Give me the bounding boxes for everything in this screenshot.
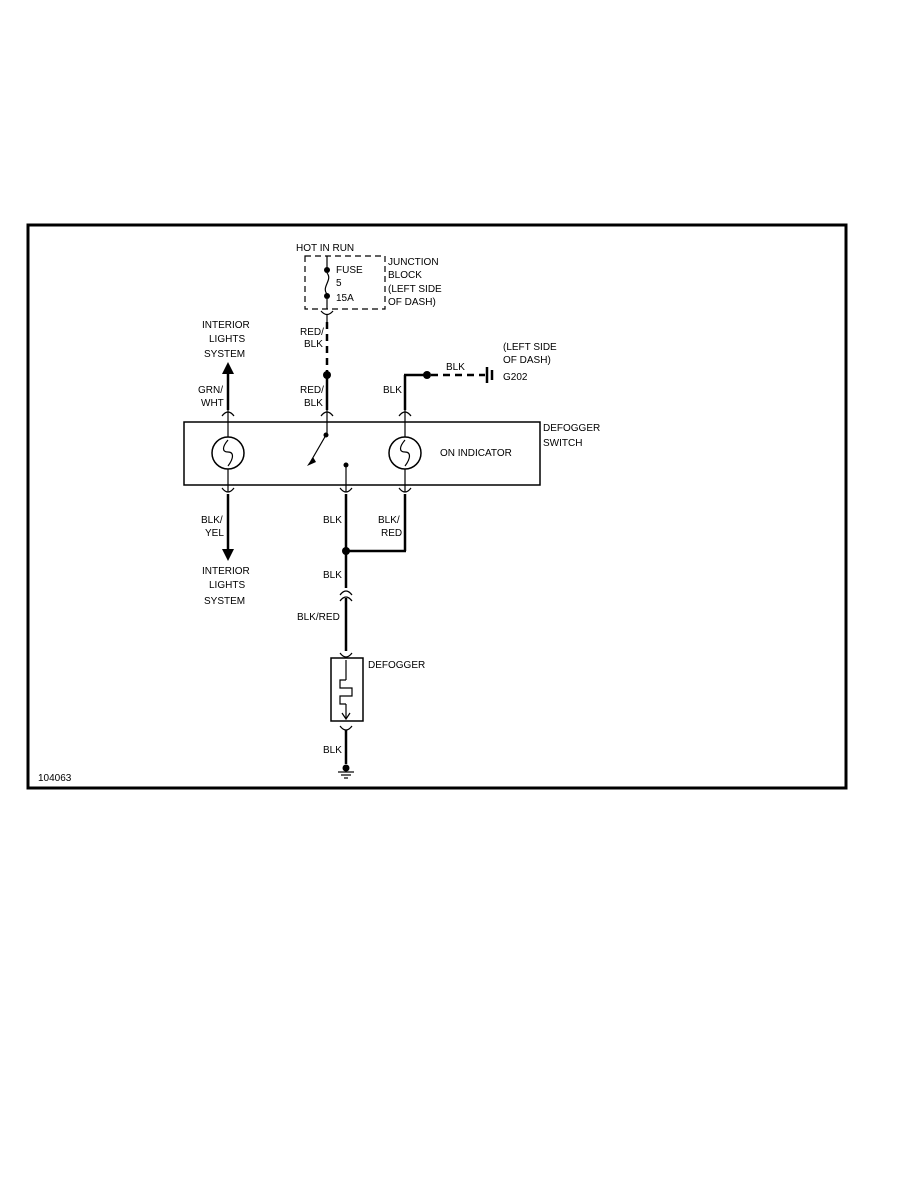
interior-lights-bottom-label-2: LIGHTS — [209, 580, 245, 591]
connector-fuse-out — [320, 310, 334, 316]
interior-lights-top-label-1: INTERIOR — [202, 320, 250, 331]
defogger-switch-contact-icon — [307, 422, 349, 485]
red-blk-lower-label-1: RED/ — [300, 385, 324, 396]
arrow-down-icon — [222, 549, 234, 561]
blk-splice — [342, 547, 350, 555]
blk-red-indicator-label-1: BLK/ — [378, 515, 400, 526]
switch-top-connectors — [221, 410, 412, 422]
ground-icon — [338, 764, 354, 779]
fuse-icon — [324, 272, 330, 295]
ground-g202-icon — [485, 367, 494, 383]
left-side-dash-label-2: OF DASH) — [503, 355, 551, 366]
switch-bottom-connectors — [221, 485, 412, 493]
left-side-dash-label-1: (LEFT SIDE — [503, 342, 557, 353]
blk-ground-splice — [423, 371, 431, 379]
blk-indicator-in-label: BLK — [383, 385, 402, 396]
interior-lights-top-label-3: SYSTEM — [204, 349, 245, 360]
blk-splice-label: BLK — [323, 570, 342, 581]
fuse-number-label: 5 — [336, 278, 342, 289]
arrow-up-icon — [222, 362, 234, 374]
blk-red-defogger-label: BLK/RED — [297, 612, 340, 623]
blk-red-indicator-label-2: RED — [381, 528, 402, 539]
inline-connector-icon — [339, 590, 353, 602]
blk-ground-wire-label: BLK — [446, 362, 465, 373]
interior-lights-bottom-label-1: INTERIOR — [202, 566, 250, 577]
fuse-terminal-top — [324, 267, 330, 273]
junction-block-outline — [304, 255, 386, 310]
red-blk-lower-label-2: BLK — [304, 398, 323, 409]
junction-block-label-3: (LEFT SIDE — [388, 284, 442, 295]
diagram-frame — [26, 223, 848, 790]
blk-yel-label-1: BLK/ — [201, 515, 223, 526]
fuse-terminal-bottom — [324, 293, 330, 299]
defogger-box — [330, 657, 364, 722]
interior-lights-bulb-icon — [211, 422, 245, 485]
figure-id-label: 104063 — [38, 773, 72, 784]
red-blk-upper-label-2: BLK — [304, 339, 323, 350]
junction-block-label-1: JUNCTION — [388, 257, 439, 268]
red-blk-splice — [323, 371, 331, 379]
junction-block-label-4: OF DASH) — [388, 297, 436, 308]
blk-ground-label: BLK — [323, 745, 342, 756]
grn-wht-label-1: GRN/ — [198, 385, 223, 396]
junction-block-label-2: BLOCK — [388, 270, 422, 281]
on-indicator-label: ON INDICATOR — [440, 448, 512, 459]
on-indicator-bulb-icon — [388, 422, 422, 485]
defogger-switch-label-2: SWITCH — [543, 438, 582, 449]
fuse-rating-label: 15A — [336, 293, 354, 304]
red-blk-upper-label-1: RED/ — [300, 327, 324, 338]
defogger-label: DEFOGGER — [368, 660, 425, 671]
hot-in-run-label: HOT IN RUN — [296, 243, 354, 254]
blk-yel-label-2: YEL — [205, 528, 224, 539]
interior-lights-bottom-label-3: SYSTEM — [204, 596, 245, 607]
grn-wht-label-2: WHT — [201, 398, 224, 409]
defogger-switch-box — [183, 421, 541, 486]
interior-lights-top-label-2: LIGHTS — [209, 334, 245, 345]
g202-label: G202 — [503, 372, 528, 383]
defogger-grid-icon — [339, 660, 353, 721]
junction-block — [304, 255, 386, 310]
defogger-switch-label-1: DEFOGGER — [543, 423, 600, 434]
blk-switch-out-label: BLK — [323, 515, 342, 526]
fuse-label: FUSE — [336, 265, 363, 276]
